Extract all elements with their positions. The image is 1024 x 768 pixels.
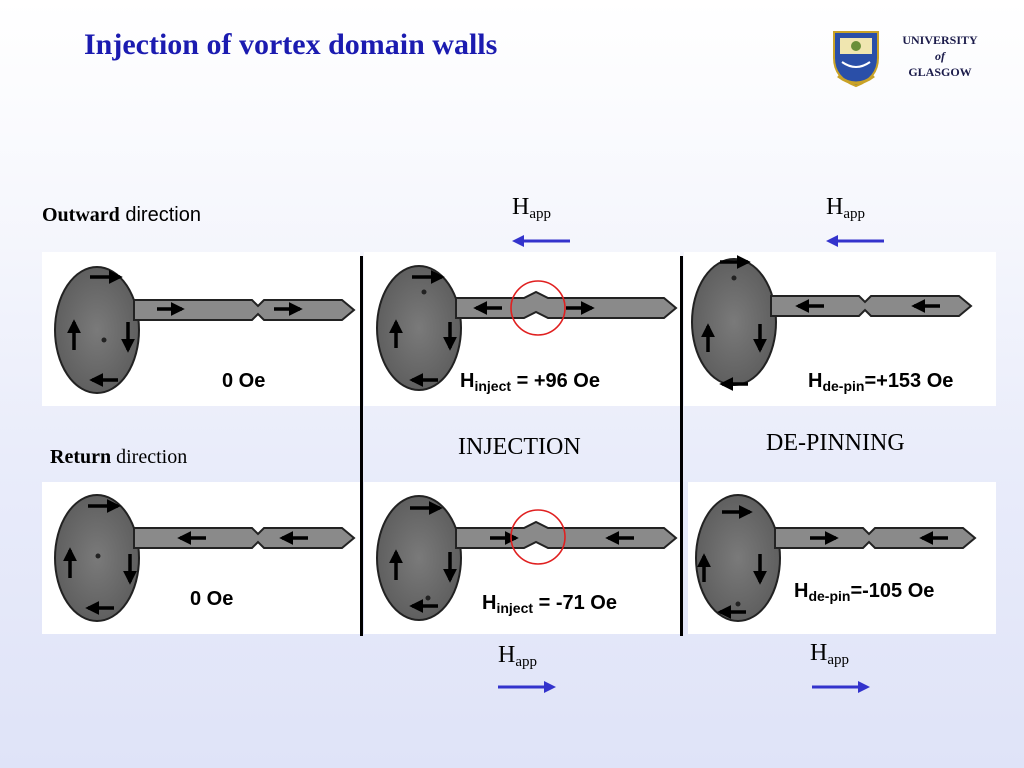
label-value: =-105 Oe: [850, 580, 935, 602]
happ-h: H: [826, 194, 844, 220]
return-word: Return: [50, 446, 112, 468]
label-bottom-mid: Hinject = -71 Oe: [480, 592, 619, 616]
happ-label-bottom-right: Happ: [810, 640, 849, 669]
label-h: H: [482, 592, 497, 614]
happ-sub: app: [515, 654, 538, 670]
label-sub: inject: [496, 600, 534, 616]
field-arrow-left-top-right: [826, 235, 884, 247]
happ-h: H: [512, 194, 530, 220]
label-h: H: [794, 580, 809, 602]
label-value: =+153 Oe: [864, 370, 954, 392]
happ-label-top-right: Happ: [826, 194, 865, 223]
label-top-left: 0 Oe: [220, 370, 268, 393]
return-direction-word: direction: [111, 446, 188, 468]
injection-label: INJECTION: [458, 434, 581, 460]
label-sub: inject: [474, 378, 512, 394]
label-value: = +96 Oe: [511, 370, 600, 392]
outward-direction-label: Outward direction: [42, 204, 201, 227]
happ-h: H: [810, 640, 828, 666]
happ-sub: app: [843, 206, 866, 222]
wire-structure-bottom-right: [695, 494, 977, 622]
return-direction-label: Return direction: [50, 446, 187, 469]
university-line1: UNIVERSITY: [902, 33, 978, 47]
field-arrow-right-bottom-mid: [498, 681, 556, 693]
happ-h: H: [498, 642, 516, 668]
label-h: H: [460, 370, 475, 392]
university-name: UNIVERSITY of GLASGOW: [890, 32, 990, 80]
separator-right: [680, 256, 683, 636]
happ-sub: app: [529, 206, 552, 222]
label-value: = -71 Oe: [533, 592, 617, 614]
label-h: H: [808, 370, 823, 392]
label-sub: de-pin: [822, 378, 865, 394]
happ-sub: app: [827, 652, 850, 668]
wire-structure-top-mid: [376, 265, 678, 391]
outward-word: Outward: [42, 204, 120, 226]
label-top-right: Hde-pin=+153 Oe: [806, 370, 956, 394]
label-bottom-left: 0 Oe: [188, 588, 236, 611]
university-line2: of: [935, 49, 945, 63]
university-line3: GLASGOW: [908, 65, 972, 79]
separator-left: [360, 256, 363, 636]
slide-title: Injection of vortex domain walls: [84, 28, 498, 61]
happ-label-top-mid: Happ: [512, 194, 551, 223]
wire-structure-top-left: [54, 266, 356, 394]
wire-structure-bottom-left: [54, 494, 356, 622]
field-arrow-right-bottom-right: [812, 681, 870, 693]
outward-direction-word: direction: [119, 204, 201, 226]
label-top-mid: Hinject = +96 Oe: [458, 370, 602, 394]
label-bottom-right: Hde-pin=-105 Oe: [792, 580, 937, 604]
field-arrow-left-top-mid: [512, 235, 570, 247]
happ-label-bottom-mid: Happ: [498, 642, 537, 671]
wire-structure-bottom-mid: [376, 495, 678, 621]
micrograph-layer: [54, 255, 977, 622]
wire-structure-top-right: [691, 255, 973, 391]
depinning-label: DE-PINNING: [766, 430, 905, 456]
label-sub: de-pin: [808, 588, 851, 604]
university-crest-logo: [833, 31, 879, 88]
